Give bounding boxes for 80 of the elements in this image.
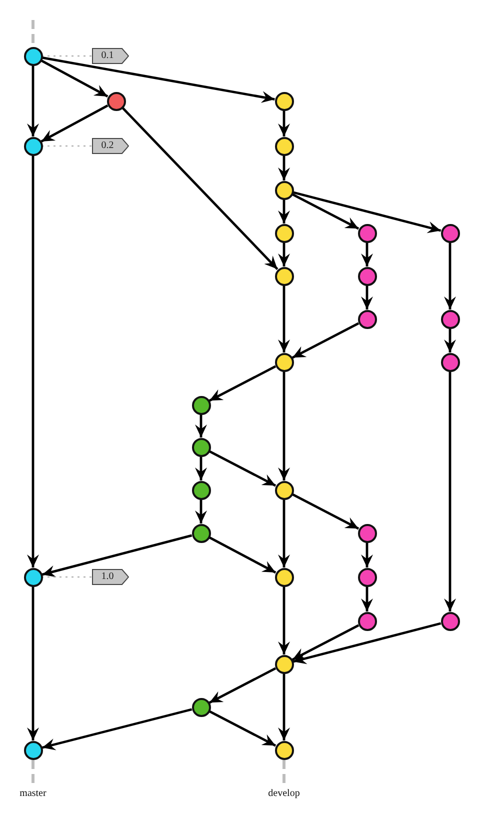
commit-circle: [440, 352, 460, 372]
arrow: [122, 107, 278, 270]
arrow: [40, 104, 108, 143]
commit-circle: [274, 740, 294, 760]
commit-circle: [358, 568, 376, 586]
dotted-leader-line: [42, 145, 92, 147]
arrow: [27, 156, 39, 568]
arrow: [42, 708, 192, 750]
arrow: [278, 242, 290, 266]
arrow: [278, 200, 290, 224]
arrow: [42, 534, 192, 578]
commit-circle: [274, 92, 294, 110]
commit-circle: [274, 480, 294, 500]
arrow: [208, 710, 276, 747]
commit-circle: [24, 46, 42, 66]
arrow: [278, 286, 290, 352]
commit-circle: [274, 352, 294, 372]
commit-circle: [440, 612, 460, 630]
arrow: [208, 667, 276, 704]
branch-name-label: master: [20, 788, 46, 800]
branch-name-label: develop: [268, 788, 300, 800]
commit-circle: [358, 524, 376, 542]
tag-text: 0.2: [101, 140, 115, 152]
dotted-leader-line: [42, 55, 92, 57]
arrow: [292, 322, 360, 359]
commit-circle: [192, 524, 210, 542]
commit-circle: [192, 396, 210, 414]
commit-circle: [106, 92, 126, 110]
arrow: [40, 59, 108, 98]
arrow: [292, 191, 442, 234]
commit-circle: [440, 310, 460, 328]
commit-circle: [274, 224, 294, 242]
version-tag: [92, 569, 128, 585]
dotted-leader-line: [42, 576, 92, 578]
arrow: [444, 242, 456, 310]
commit-circle: [24, 740, 42, 760]
commit-circle: [24, 568, 42, 586]
arrow: [208, 365, 276, 402]
arrow: [208, 450, 276, 487]
arrow: [208, 536, 276, 574]
arrow: [278, 372, 290, 480]
commit-circle: [274, 180, 294, 200]
commit-circle: [192, 698, 210, 716]
commit-circle: [274, 568, 294, 586]
arrow: [42, 56, 275, 103]
arrow: [444, 328, 456, 352]
version-tag: [92, 48, 128, 64]
arrow: [292, 493, 360, 530]
commit-circle: [192, 480, 210, 500]
arrow: [361, 286, 373, 310]
commit-circle: [274, 266, 294, 286]
arrow: [27, 586, 39, 740]
arrow: [27, 66, 39, 136]
version-tag: [92, 138, 128, 154]
arrow: [361, 586, 373, 612]
arrow: [444, 372, 456, 612]
arrow: [361, 542, 373, 568]
commit-circle: [274, 654, 294, 674]
commit-circle: [358, 612, 376, 630]
commit-circle: [358, 266, 376, 286]
commit-circle: [24, 136, 42, 156]
commit-circle: [358, 224, 376, 242]
arrow: [195, 414, 207, 438]
arrow: [278, 500, 290, 568]
commit-circle: [192, 438, 210, 456]
tag-text: 1.0: [101, 571, 115, 583]
arrow: [278, 156, 290, 180]
arrow: [195, 456, 207, 480]
arrow: [292, 624, 360, 661]
commit-circle: [274, 136, 294, 156]
tag-text: 0.1: [101, 50, 115, 62]
arrow: [292, 622, 442, 664]
arrow: [278, 586, 290, 654]
commit-circle: [358, 310, 376, 328]
arrow: [292, 193, 360, 230]
arrow: [195, 500, 207, 524]
arrow: [278, 110, 290, 136]
arrow: [278, 674, 290, 740]
commit-circle: [440, 224, 460, 242]
arrow: [361, 242, 373, 266]
